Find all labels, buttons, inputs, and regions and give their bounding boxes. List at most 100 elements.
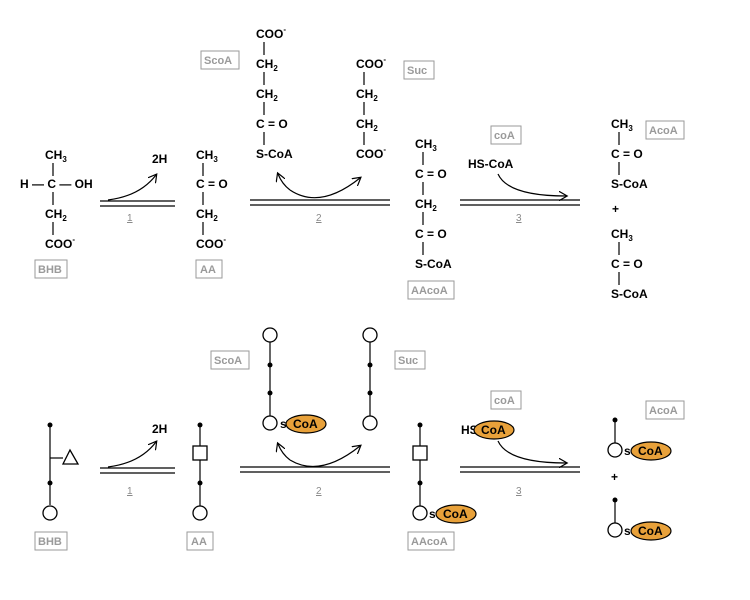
bhb-h-c-oh: H — C — OH xyxy=(20,177,93,191)
aa-symbol xyxy=(192,422,208,521)
aa-label-bottom: AA xyxy=(186,531,214,551)
scoa-structure: COO- CH2 CH2 C = O S-CoA xyxy=(256,25,293,161)
square-icon xyxy=(192,445,208,461)
svg-text:CoA: CoA xyxy=(638,444,663,458)
reaction-arrow-1-bottom: 2H 1 xyxy=(100,422,175,497)
svg-text:s: s xyxy=(280,417,287,431)
reagent-hscoa: HS-CoA xyxy=(468,157,514,171)
svg-text:BHB: BHB xyxy=(38,536,62,548)
svg-text:C = O: C = O xyxy=(415,167,447,181)
svg-text:CH3: CH3 xyxy=(611,227,633,243)
svg-text:CoA: CoA xyxy=(638,524,663,538)
coa-label-top: coA xyxy=(494,130,515,142)
aa-structure: CH3 C = O CH2 COO- xyxy=(196,148,228,251)
svg-text:AA: AA xyxy=(200,264,216,276)
step-1-bottom: 1 xyxy=(127,486,133,497)
coa-label-bottom: coA xyxy=(494,395,515,407)
reaction-arrow-1-top: 2H 1 xyxy=(100,152,175,224)
svg-text:CH2: CH2 xyxy=(356,87,378,103)
bhb-symbol xyxy=(42,422,80,521)
svg-text:COO-: COO- xyxy=(356,55,386,71)
svg-text:C = O: C = O xyxy=(611,257,643,271)
svg-text:CH3: CH3 xyxy=(196,148,218,164)
reagent-2h-top: 2H xyxy=(152,152,167,166)
bhb-structure: CH3 H — C — OH CH2 COO- xyxy=(20,148,93,251)
aacoa-label-bottom: AAcoA xyxy=(407,531,455,551)
step-3-top: 3 xyxy=(516,213,522,224)
reagent-2h-bottom: 2H xyxy=(152,422,167,436)
svg-text:ScoA: ScoA xyxy=(204,55,232,67)
svg-text:CoA: CoA xyxy=(443,507,468,521)
bhb-label: BHB xyxy=(34,259,68,279)
acoa-symbol-2: s CoA xyxy=(607,497,672,541)
scoa-label-top: ScoA xyxy=(200,50,240,70)
suc-label-bottom: Suc xyxy=(394,350,426,370)
acoa-symbol-1: s CoA xyxy=(607,417,672,461)
svg-text:CH2: CH2 xyxy=(415,197,437,213)
svg-text:CoA: CoA xyxy=(481,423,506,437)
svg-text:C = O: C = O xyxy=(611,147,643,161)
bhb-ch2: CH2 xyxy=(45,207,67,223)
aacoa-label-top: AAcoA xyxy=(407,280,455,300)
suc-label-top: Suc xyxy=(403,60,435,80)
reaction-arrow-2-top: 2 xyxy=(250,174,390,224)
svg-text:S-CoA: S-CoA xyxy=(415,257,452,271)
acoa-structure-2: CH3 C = O S-CoA xyxy=(611,227,648,301)
svg-text:AAcoA: AAcoA xyxy=(411,536,448,548)
coa-oval xyxy=(473,420,515,440)
svg-text:AcoA: AcoA xyxy=(649,405,678,417)
svg-text:CH2: CH2 xyxy=(256,57,278,73)
svg-text:Suc: Suc xyxy=(398,355,418,367)
suc-symbol xyxy=(362,327,378,431)
svg-text:C = O: C = O xyxy=(415,227,447,241)
svg-text:CH3: CH3 xyxy=(611,117,633,133)
svg-text:CH2: CH2 xyxy=(356,117,378,133)
svg-text:COO-: COO- xyxy=(356,145,386,161)
plus-sign-top: + xyxy=(612,202,619,216)
svg-text:CH3: CH3 xyxy=(415,137,437,153)
acoa-label-bottom: AcoA xyxy=(645,400,685,420)
svg-text:S-CoA: S-CoA xyxy=(611,287,648,301)
svg-text:s: s xyxy=(429,507,436,521)
svg-text:AAcoA: AAcoA xyxy=(411,285,448,297)
step-2-bottom: 2 xyxy=(316,486,322,497)
step-3-bottom: 3 xyxy=(516,486,522,497)
bhb-ch3: CH3 xyxy=(45,148,67,164)
coa-oval xyxy=(435,504,477,524)
svg-text:ScoA: ScoA xyxy=(214,355,242,367)
step-2-top: 2 xyxy=(316,213,322,224)
scoa-symbol: s CoA xyxy=(262,327,327,434)
svg-text:CoA: CoA xyxy=(293,417,318,431)
svg-text:COO-: COO- xyxy=(256,25,286,41)
svg-text:COO-: COO- xyxy=(196,235,226,251)
svg-text:CH2: CH2 xyxy=(196,207,218,223)
coa-oval xyxy=(630,441,672,461)
bhb-coo: COO- xyxy=(45,235,75,251)
svg-text:AcoA: AcoA xyxy=(649,125,678,137)
svg-text:AA: AA xyxy=(191,536,207,548)
reaction-arrow-3-top: coA HS-CoA 3 xyxy=(460,125,580,224)
coa-oval xyxy=(630,521,672,541)
svg-text:BHB: BHB xyxy=(38,264,62,276)
aacoa-structure: CH3 C = O CH2 C = O S-CoA xyxy=(415,137,452,271)
coa-oval xyxy=(285,414,327,434)
step-1-top: 1 xyxy=(127,213,133,224)
square-icon xyxy=(412,445,428,461)
svg-text:C = O: C = O xyxy=(256,117,288,131)
reagent-hs: HS xyxy=(461,423,478,437)
scoa-label-bottom: ScoA xyxy=(210,350,250,370)
acoa-label-top: AcoA xyxy=(645,120,685,140)
svg-text:s: s xyxy=(624,444,631,458)
aacoa-symbol: s CoA xyxy=(412,422,477,524)
plus-sign-bottom: + xyxy=(611,470,618,484)
svg-text:C = O: C = O xyxy=(196,177,228,191)
bhb-label-bottom: BHB xyxy=(34,531,68,551)
svg-text:CH2: CH2 xyxy=(256,87,278,103)
reaction-arrow-2-bottom: 2 xyxy=(240,444,390,497)
triangle-icon xyxy=(61,448,80,465)
reaction-arrow-3-bottom: coA HS CoA 3 xyxy=(460,390,580,497)
aa-label: AA xyxy=(195,259,223,279)
acoa-structure-1: CH3 C = O S-CoA xyxy=(611,117,648,191)
suc-structure: COO- CH2 CH2 COO- xyxy=(356,55,386,161)
